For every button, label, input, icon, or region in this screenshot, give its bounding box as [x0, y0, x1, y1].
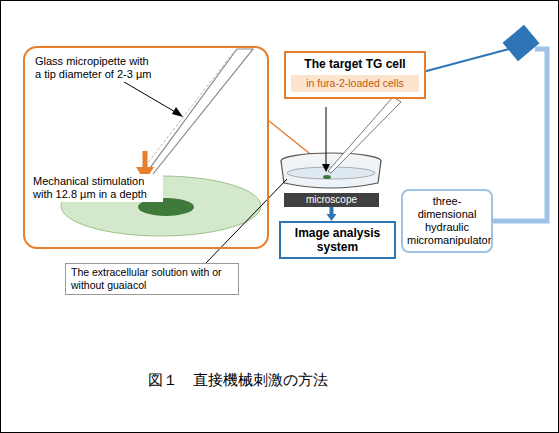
manipulator-label: three-dimensional hydraulic micromanipul…	[407, 195, 487, 247]
dish-pipette	[328, 97, 401, 173]
fura-band: in fura-2-loaded cells	[291, 75, 419, 92]
zoom-box: Glass micropipette with a tip diameter o…	[23, 46, 269, 249]
target-cell	[323, 175, 331, 179]
manipulator-box: three-dimensional hydraulic micromanipul…	[401, 189, 493, 253]
signal-arrow	[330, 207, 334, 215]
manipulator-cable	[493, 49, 547, 221]
leader-line	[326, 107, 327, 166]
manipulator-head	[503, 25, 540, 61]
target-cell-label: The target TG cell	[291, 57, 419, 72]
analysis-box: Image analysis system	[279, 221, 396, 259]
arrow-head	[327, 214, 337, 221]
analysis-label: Image analysis system	[285, 226, 390, 254]
target-cell-box: The target TG cell in fura-2-loaded cells	[284, 51, 426, 99]
leader-line	[206, 179, 287, 263]
stimulation-label: Mechanical stimulation with 12.8 µm in a…	[31, 174, 163, 202]
solution-box: The extracellular solution with or witho…	[65, 263, 239, 295]
microscope-bar: microscope	[284, 193, 379, 207]
leader-arrowhead	[172, 107, 183, 117]
manipulator-arm	[419, 49, 509, 73]
figure-caption: 図１ 直接機械刺激の方法	[148, 371, 328, 390]
dish-wall	[281, 161, 381, 188]
fura-label: in fura-2-loaded cells	[294, 77, 416, 90]
pipette-label: Glass micropipette with a tip diameter o…	[33, 54, 159, 82]
leader-arrowhead	[322, 164, 330, 172]
stimulus-arrow	[143, 151, 148, 169]
microscope-label: microscope	[286, 194, 377, 206]
solution-label: The extracellular solution with or witho…	[71, 266, 233, 292]
leader-line	[119, 79, 177, 113]
